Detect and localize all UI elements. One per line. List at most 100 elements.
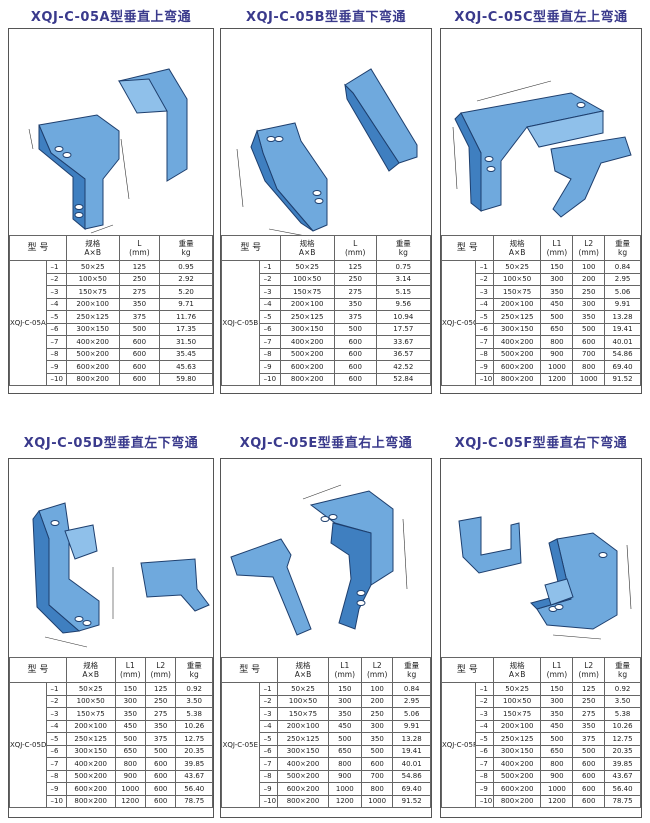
row-index: –3 <box>258 707 279 721</box>
table-cell: 600 <box>572 335 606 349</box>
table-cell: 375 <box>572 732 606 746</box>
row-index: –2 <box>474 272 494 286</box>
table-cell: 375 <box>333 310 377 324</box>
product-drawing <box>441 29 641 236</box>
product-drawing <box>441 459 641 658</box>
row-index: –4 <box>45 719 67 733</box>
table-cell: 100×50 <box>277 694 329 708</box>
table-cell: 50×25 <box>492 682 542 696</box>
table-cell: 69.40 <box>604 360 641 374</box>
table-cell: 450 <box>327 719 363 733</box>
table-cell: 300 <box>540 272 574 286</box>
table-cell: 500 <box>118 322 161 336</box>
header-type: 型 号 <box>221 235 281 261</box>
table-cell: 350 <box>540 285 574 299</box>
row-index: –9 <box>45 360 67 374</box>
table-cell: 9.71 <box>159 297 213 311</box>
header-l2: L2(mm) <box>144 657 177 683</box>
table-cell: 13.28 <box>392 732 431 746</box>
panel-title: XQJ-C-05A型垂直上弯通 <box>30 10 192 25</box>
fitting-illustration-b <box>236 68 418 235</box>
table-cell: 600 <box>333 360 377 374</box>
table-cell: 500×200 <box>65 347 120 361</box>
table-cell: 17.35 <box>159 322 213 336</box>
table-cell: 275 <box>118 285 161 299</box>
fitting-illustration-e <box>230 484 408 636</box>
table-cell: 800×200 <box>492 794 542 808</box>
table-cell: 500×200 <box>492 347 542 361</box>
table-cell: 800×200 <box>277 794 329 808</box>
table-cell: 42.52 <box>375 360 432 374</box>
table-cell: 600 <box>118 347 161 361</box>
table-cell: 100 <box>572 260 606 274</box>
table-cell: 600 <box>144 782 177 796</box>
table-cell: 200×100 <box>492 719 542 733</box>
table-cell: 3.50 <box>175 694 213 708</box>
table-cell: 100×50 <box>65 272 120 286</box>
table-cell: 1200 <box>327 794 363 808</box>
table-cell: 900 <box>540 769 574 783</box>
table-cell: 0.84 <box>392 682 431 696</box>
table-cell: 100 <box>360 682 394 696</box>
table-cell: 150 <box>327 682 363 696</box>
header-l1: L1(mm) <box>540 235 574 261</box>
table-cell: 45.63 <box>159 360 213 374</box>
table-cell: 600×200 <box>279 360 335 374</box>
table-cell: 500 <box>114 732 146 746</box>
header-l1: L1(mm) <box>327 657 363 683</box>
table-cell: 3.50 <box>604 694 641 708</box>
table-cell: 9.91 <box>392 719 431 733</box>
table-cell: 54.86 <box>392 769 431 783</box>
table-cell: 400×200 <box>277 757 329 771</box>
row-index: –9 <box>258 782 279 796</box>
row-index: –7 <box>258 335 281 349</box>
row-index: –1 <box>45 260 67 274</box>
table-cell: 400×200 <box>65 335 120 349</box>
row-index: –5 <box>45 310 67 324</box>
row-index: –6 <box>258 322 281 336</box>
table-cell: 300×150 <box>279 322 335 336</box>
table-cell: 600×200 <box>65 360 120 374</box>
table-cell: 59.80 <box>159 372 213 386</box>
row-index: –5 <box>474 732 494 746</box>
table-cell: 1000 <box>360 794 394 808</box>
row-index: –8 <box>45 769 67 783</box>
row-index: –9 <box>474 782 494 796</box>
table-cell: 39.85 <box>175 757 213 771</box>
table-cell: 350 <box>144 719 177 733</box>
table-cell: 300×150 <box>492 744 542 758</box>
table-cell: 1000 <box>540 782 574 796</box>
table-cell: 500×200 <box>492 769 542 783</box>
table-cell: 1200 <box>540 794 574 808</box>
table-cell: 200×100 <box>492 297 542 311</box>
table-cell: 1000 <box>572 372 606 386</box>
table-cell: 33.67 <box>375 335 432 349</box>
table-cell: 2.92 <box>159 272 213 286</box>
table-cell: 900 <box>114 769 146 783</box>
row-index: –5 <box>474 310 494 324</box>
table-cell: 250 <box>572 694 606 708</box>
row-index: –3 <box>474 707 494 721</box>
table-cell: 400×200 <box>492 335 542 349</box>
row-index: –7 <box>45 757 67 771</box>
table-cell: 250×125 <box>279 310 335 324</box>
table-cell: 250×125 <box>492 310 542 324</box>
model-name: XQJ-C-05C <box>441 260 476 386</box>
